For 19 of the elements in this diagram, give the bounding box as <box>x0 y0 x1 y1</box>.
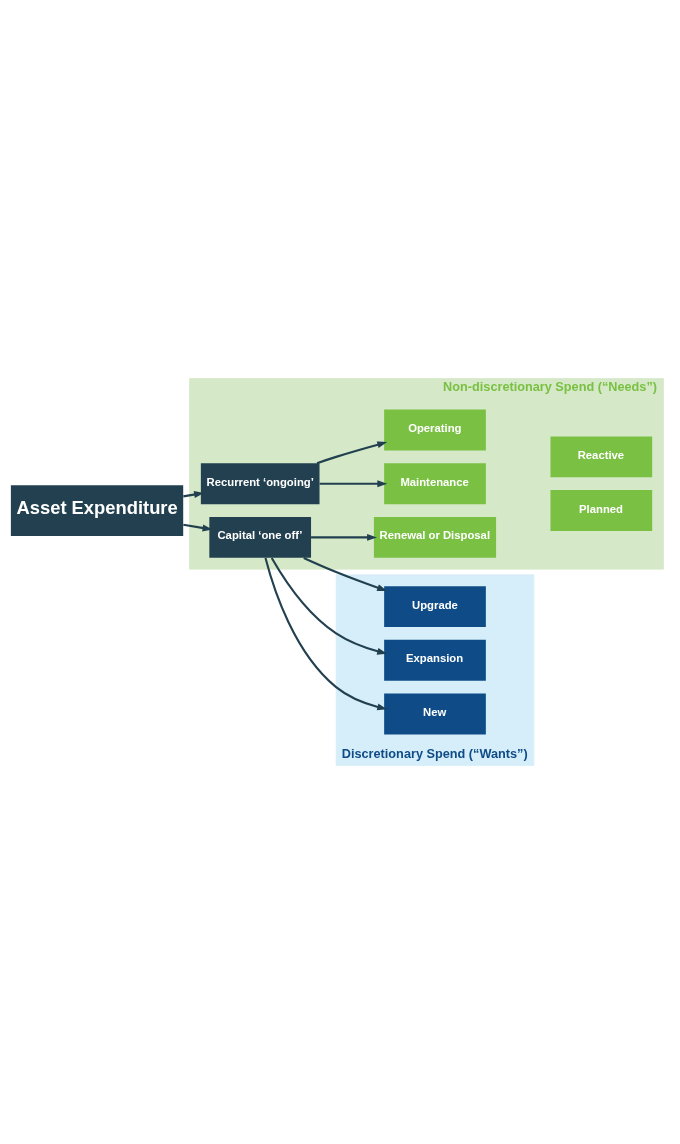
node-box: Recurrent ‘ongoing’ <box>200 463 320 505</box>
node-box: Capital ‘one off’ <box>209 516 312 558</box>
node-box: Asset Expenditure <box>10 485 184 536</box>
arrow <box>303 556 388 591</box>
node-box: Upgrade <box>384 586 486 628</box>
arrow <box>183 491 204 498</box>
arrow <box>270 557 388 655</box>
node-box: Operating <box>384 409 486 451</box>
arrow <box>311 533 377 541</box>
node-box: Reactive <box>550 436 653 478</box>
node-box: Maintenance <box>384 463 486 505</box>
arrow <box>183 523 213 532</box>
node-box: Renewal or Disposal <box>373 516 497 558</box>
arrow <box>264 557 388 711</box>
arrow <box>319 480 388 488</box>
arrow <box>316 441 388 465</box>
node-box: Expansion <box>384 639 486 681</box>
node-box: New <box>384 693 486 735</box>
node-box: Planned <box>550 490 653 532</box>
